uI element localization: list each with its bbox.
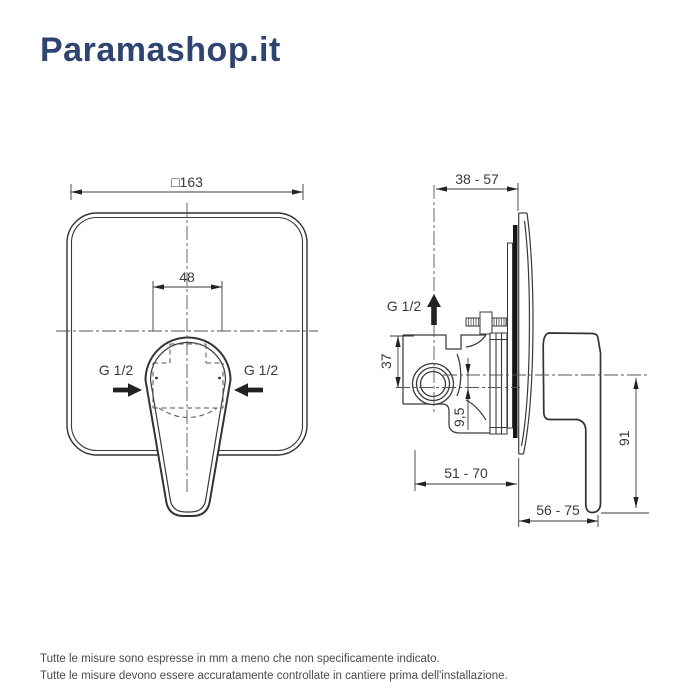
escutcheon-side-profile [518, 212, 534, 455]
dim-depth-top-label: 38 - 57 [455, 171, 499, 187]
screw-hole-right [218, 376, 221, 380]
dim-arrow-left [153, 284, 164, 290]
side-view: G 1/2 38 - 57 37 9,5 91 [378, 171, 649, 527]
screw-hole-left [155, 376, 158, 380]
dim-arrow-left [519, 518, 530, 524]
dim-arrow-left [415, 481, 426, 487]
dim-arrow-right [292, 189, 303, 195]
dim-arrow-down [395, 377, 401, 388]
footer-note-line1: Tutte le misure sono espresse in mm a me… [40, 653, 440, 665]
dim-handle-length-label: 91 [616, 430, 632, 446]
dimension-handle-width [152, 281, 223, 331]
g-half-left-arrow-icon [113, 383, 142, 397]
dim-arrow-left [436, 186, 447, 192]
handle-front-outer [144, 336, 232, 517]
inlet-circle-mid [415, 366, 451, 402]
handle-side-outline [542, 332, 602, 514]
mounting-plate-section [507, 242, 513, 429]
dim-total-depth-label: 56 - 75 [536, 502, 580, 518]
front-view: □163 48 G 1/2 G 1/2 [56, 174, 318, 517]
fixing-screw [465, 311, 508, 335]
paramashop-logo: Paramashop.it [40, 31, 281, 69]
cartridge-stack [489, 332, 508, 435]
dim-handle-width-label: 48 [179, 269, 195, 285]
footer-note-line2: Tutte le misure devono essere accuratame… [40, 669, 508, 682]
g-half-right-label: G 1/2 [244, 362, 278, 378]
inlet-circle-inner [419, 370, 447, 398]
dim-arrow-down [633, 497, 639, 508]
valve-body [402, 334, 491, 434]
dim-rough-in-label: 51 - 70 [444, 465, 488, 481]
dim-body-height-label: 37 [378, 353, 394, 369]
handle-front-inner [149, 341, 227, 513]
inlet-circle-outer [411, 362, 455, 406]
g-half-left-label: G 1/2 [99, 362, 133, 378]
dim-offset-label: 9,5 [451, 407, 467, 427]
dimension-rough-in [414, 450, 520, 527]
dim-arrow-right [506, 481, 517, 487]
dim-arrow-left [71, 189, 82, 195]
dim-arrow-up [633, 378, 639, 389]
g-half-right-arrow-icon [234, 383, 263, 397]
hidden-cartridge-outline [152, 343, 224, 418]
dimension-depth-top [436, 183, 519, 211]
footer-notes: Tutte le misure sono espresse in mm a me… [40, 651, 680, 684]
dim-arrow-right [587, 518, 598, 524]
wall-plate-black-bar [513, 225, 518, 438]
dim-arrow-up [465, 388, 471, 399]
screw-thread-hatching [468, 318, 507, 326]
g-half-side-label: G 1/2 [387, 298, 421, 314]
dim-arrow-right [211, 284, 222, 290]
dim-arrow-right [507, 186, 518, 192]
dim-plate-width-label: □163 [171, 174, 203, 190]
dimension-handle-length [601, 378, 649, 514]
dim-arrow-up [395, 336, 401, 347]
g-half-up-arrow-icon [427, 294, 441, 325]
dim-arrow-down [465, 364, 471, 375]
